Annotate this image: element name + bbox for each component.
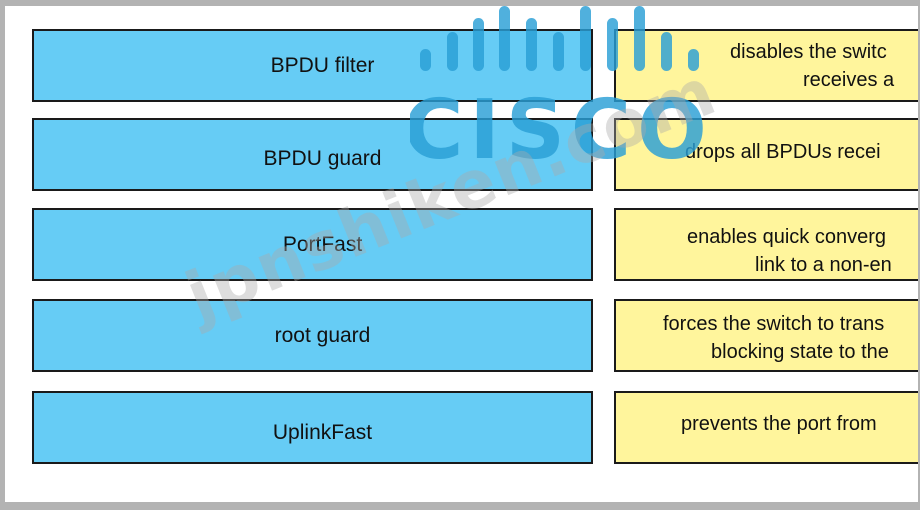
definition-box-3[interactable]: enables quick converg link to a non-en xyxy=(614,208,918,281)
definition-line-1: enables quick converg xyxy=(687,226,887,248)
term-label: BPDU filter xyxy=(270,53,375,77)
term-box-portfast[interactable]: PortFast xyxy=(32,208,593,281)
definition-line-1: disables the switc xyxy=(730,41,887,63)
term-box-uplinkfast[interactable]: UplinkFast xyxy=(32,391,593,464)
definition-line-2: receives a xyxy=(803,69,895,91)
drag-drop-panel: BPDU filter BPDU guard PortFast root gua… xyxy=(5,6,918,502)
term-label: UplinkFast xyxy=(272,420,373,444)
definition-line-2: blocking state to the xyxy=(711,341,889,363)
term-label: root guard xyxy=(274,323,371,347)
term-box-bpdu-guard[interactable]: BPDU guard xyxy=(32,118,593,191)
term-label: BPDU guard xyxy=(263,146,382,170)
definition-line-1: drops all BPDUs recei xyxy=(685,141,881,163)
definition-box-5[interactable]: prevents the port from xyxy=(614,391,918,464)
definition-box-2[interactable]: drops all BPDUs recei xyxy=(614,118,918,191)
definition-line-1: forces the switch to trans xyxy=(663,313,885,335)
definition-line-1: prevents the port from xyxy=(681,413,877,435)
term-box-root-guard[interactable]: root guard xyxy=(32,299,593,372)
definition-box-4[interactable]: forces the switch to trans blocking stat… xyxy=(614,299,918,372)
term-box-bpdu-filter[interactable]: BPDU filter xyxy=(32,29,593,102)
definition-line-2: link to a non-en xyxy=(755,254,892,276)
definition-box-1[interactable]: disables the switc receives a xyxy=(614,29,918,102)
term-label: PortFast xyxy=(282,232,363,256)
